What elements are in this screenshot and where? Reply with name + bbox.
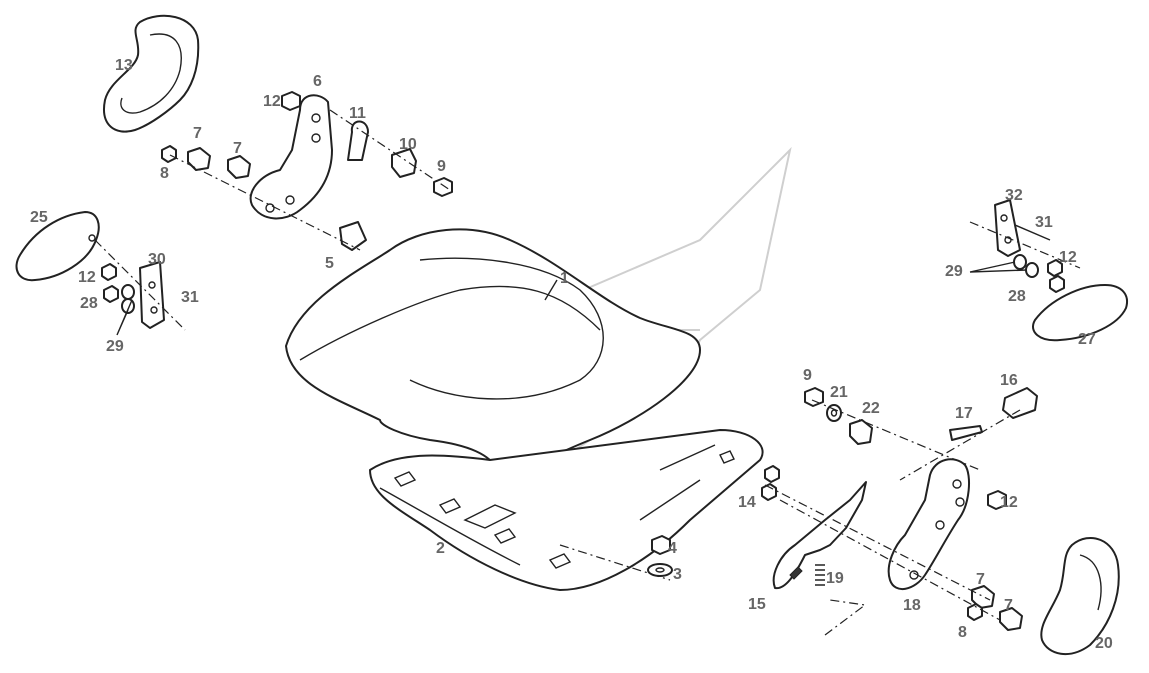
callout-21: 21 <box>830 384 848 401</box>
callout-16: 16 <box>1000 372 1018 389</box>
callout-19: 19 <box>826 570 844 587</box>
callout-10: 10 <box>399 136 417 153</box>
callout-12-c: 12 <box>1059 249 1077 266</box>
right-side-bracket <box>761 458 1023 636</box>
callout-29-a: 29 <box>106 338 124 355</box>
callout-30: 30 <box>148 251 166 268</box>
callout-28-b: 28 <box>1008 288 1026 305</box>
callout-29-b: 29 <box>945 263 963 280</box>
callout-8-b: 8 <box>958 624 967 641</box>
callout-7-c: 7 <box>976 571 985 588</box>
callout-4: 4 <box>668 540 677 557</box>
callout-15: 15 <box>748 596 766 613</box>
callout-31-b: 31 <box>1035 214 1053 231</box>
callout-17: 17 <box>955 405 973 422</box>
left-side-bracket <box>161 91 453 251</box>
callout-9-a: 9 <box>437 158 446 175</box>
callout-7-d: 7 <box>1004 597 1013 614</box>
callout-12-d: 12 <box>1000 494 1018 511</box>
callout-12-b: 12 <box>78 269 96 286</box>
callout-14: 14 <box>738 494 756 511</box>
leader-lines <box>116 261 1028 336</box>
callout-6: 6 <box>313 73 322 90</box>
callout-3: 3 <box>673 566 682 583</box>
callout-22: 22 <box>862 400 880 417</box>
callout-28-a: 28 <box>80 295 98 312</box>
callout-31-a: 31 <box>181 289 199 306</box>
callout-12-a: 12 <box>263 93 281 110</box>
callout-11: 11 <box>349 105 366 122</box>
seat-cushion <box>285 228 701 474</box>
right-pivot-hardware <box>804 387 1038 481</box>
callout-27: 27 <box>1078 331 1096 348</box>
backrest-shell <box>103 14 200 133</box>
callout-13: 13 <box>115 57 133 74</box>
part-number-callouts: 1 2 3 4 5 6 7 7 7 7 8 8 9 9 10 11 12 12 … <box>30 57 1113 652</box>
left-armrest <box>15 211 186 331</box>
right-armrest <box>969 199 1128 342</box>
callout-1: 1 <box>560 270 569 287</box>
right-backrest-shell <box>1040 536 1120 655</box>
bolt-and-washer <box>559 535 673 581</box>
callout-8-a: 8 <box>160 165 169 182</box>
callout-7-b: 7 <box>233 140 242 157</box>
callout-5: 5 <box>325 255 334 272</box>
callout-7-a: 7 <box>193 125 202 142</box>
callout-25: 25 <box>30 209 48 226</box>
callout-32: 32 <box>1005 187 1023 204</box>
callout-2: 2 <box>436 540 445 557</box>
callout-9-b: 9 <box>803 367 812 384</box>
callout-20: 20 <box>1095 635 1113 652</box>
callout-18: 18 <box>903 597 921 614</box>
seat-pan <box>369 429 764 591</box>
